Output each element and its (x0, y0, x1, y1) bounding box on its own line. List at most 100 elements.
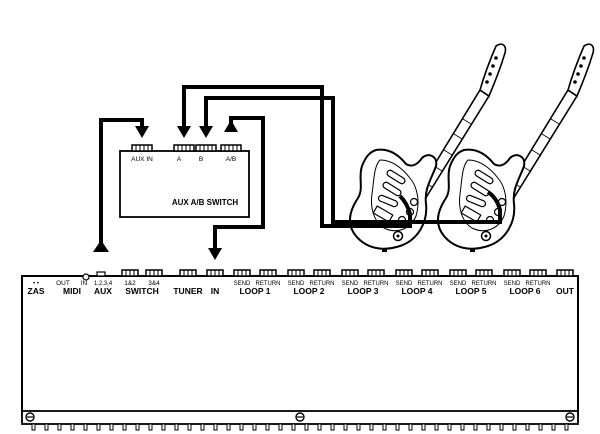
jack-loop-4-send (395, 269, 413, 277)
rack-foot (551, 423, 556, 431)
rack-screw-left (25, 412, 35, 422)
rack-foot (226, 423, 231, 431)
rack-foot (538, 423, 543, 431)
rack-foot (200, 423, 205, 431)
rack-feet (31, 423, 569, 431)
jack-loop-4-return (421, 269, 439, 277)
switch-jack-ab (220, 144, 242, 152)
loop-2-send-label: SEND (288, 281, 305, 287)
rack-foot (525, 423, 530, 431)
switch-port-label-aux-in: AUX IN (131, 156, 153, 163)
arrow-aux-up (93, 240, 109, 252)
rack-foot (382, 423, 387, 431)
loop-4-send-label: SEND (396, 281, 413, 287)
jack-loop-3-return (367, 269, 385, 277)
arrow-b-down (199, 126, 213, 138)
arrow-a-down (177, 126, 191, 138)
jack-loop-5-return (475, 269, 493, 277)
loop-1-send-label: SEND (234, 281, 251, 287)
rack-foot (460, 423, 465, 431)
switch-jack-a (173, 144, 195, 152)
arrowheads (93, 120, 238, 260)
zas-dots-label: • • (33, 281, 39, 287)
loop-3-return-label: RETURN (364, 281, 389, 287)
jack-loop-6-send (503, 269, 521, 277)
rack-foot (343, 423, 348, 431)
jack-loop-1-send (233, 269, 251, 277)
loop-2-return-label: RETURN (310, 281, 335, 287)
rack-foot (434, 423, 439, 431)
jack-loop-5-send (449, 269, 467, 277)
rack-foot (356, 423, 361, 431)
switch-port-label-ab: A/B (226, 156, 236, 163)
rack-foot (239, 423, 244, 431)
rack-foot (109, 423, 114, 431)
loop-6-send-label: SEND (504, 281, 521, 287)
section-label-aux: AUX (94, 286, 112, 296)
loop-1-return-label: RETURN (256, 281, 281, 287)
jack-midi-in (82, 273, 90, 281)
loop-5-return-label: RETURN (472, 281, 497, 287)
section-label-zas: ZAS (28, 286, 45, 296)
section-label-loop-3: LOOP 3 (347, 286, 378, 296)
jack-loop-1-return (259, 269, 277, 277)
section-label-loop-6: LOOP 6 (509, 286, 540, 296)
switch-jack-aux-in (131, 144, 153, 152)
switch-34-label: 3&4 (148, 280, 160, 287)
section-label-tuner: TUNER (173, 286, 202, 296)
section-label-loop-5: LOOP 5 (455, 286, 486, 296)
loop-3-send-label: SEND (342, 281, 359, 287)
rack-foot (265, 423, 270, 431)
rack-foot (148, 423, 153, 431)
midi-out-label: OUT (56, 280, 70, 287)
loop-6-return-label: RETURN (526, 281, 551, 287)
rack-foot (83, 423, 88, 431)
rack-foot (122, 423, 127, 431)
rack-foot (447, 423, 452, 431)
rack-foot (395, 423, 400, 431)
arrow-aux-in-down (135, 126, 149, 138)
switch-12-label: 1&2 (124, 280, 136, 287)
aux-sub-label: 1,2,3,4 (94, 281, 113, 287)
switch-port-label-b: B (199, 156, 203, 163)
send-return-labels: SEND RETURN SEND RETURN SEND RETURN SEND RETURN… (234, 281, 551, 287)
jack-in (206, 269, 224, 277)
switch-port-label-a: A (177, 156, 182, 163)
jack-tuner (179, 269, 197, 277)
rack-foot (330, 423, 335, 431)
switch-title: AUX A/B SWITCH (172, 198, 239, 207)
rack-foot (512, 423, 517, 431)
rack-foot (473, 423, 478, 431)
section-label-loop-1: LOOP 1 (239, 286, 270, 296)
rack-screw-right (565, 412, 575, 422)
aux-ab-switch: AUX IN A B A/B AUX A/B SWITCH (119, 144, 250, 218)
rack-foot (44, 423, 49, 431)
arrow-ab-up (224, 120, 238, 132)
rack-foot (57, 423, 62, 431)
jack-loop-2-return (313, 269, 331, 277)
arrow-in-down (208, 248, 222, 260)
rack-foot (278, 423, 283, 431)
midi-in-label: IN (81, 280, 88, 287)
rack-foot (187, 423, 192, 431)
rack-foot (291, 423, 296, 431)
rack-foot (70, 423, 75, 431)
rack-screw-center (295, 412, 305, 422)
rack-foot (486, 423, 491, 431)
jack-aux (96, 271, 106, 277)
jack-loop-6-return (529, 269, 547, 277)
jack-loop-3-send (341, 269, 359, 277)
jack-out (556, 269, 574, 277)
rack-foot (31, 423, 36, 431)
jack-switch-12 (121, 269, 139, 277)
rack-foot (135, 423, 140, 431)
rack-foot (317, 423, 322, 431)
section-label-midi: MIDI (63, 286, 81, 296)
cables (99, 85, 502, 250)
section-label-switch: SWITCH (125, 286, 159, 296)
section-label-loop-2: LOOP 2 (293, 286, 324, 296)
rack-foot (252, 423, 257, 431)
rack-foot (174, 423, 179, 431)
loop-5-send-label: SEND (450, 281, 467, 287)
